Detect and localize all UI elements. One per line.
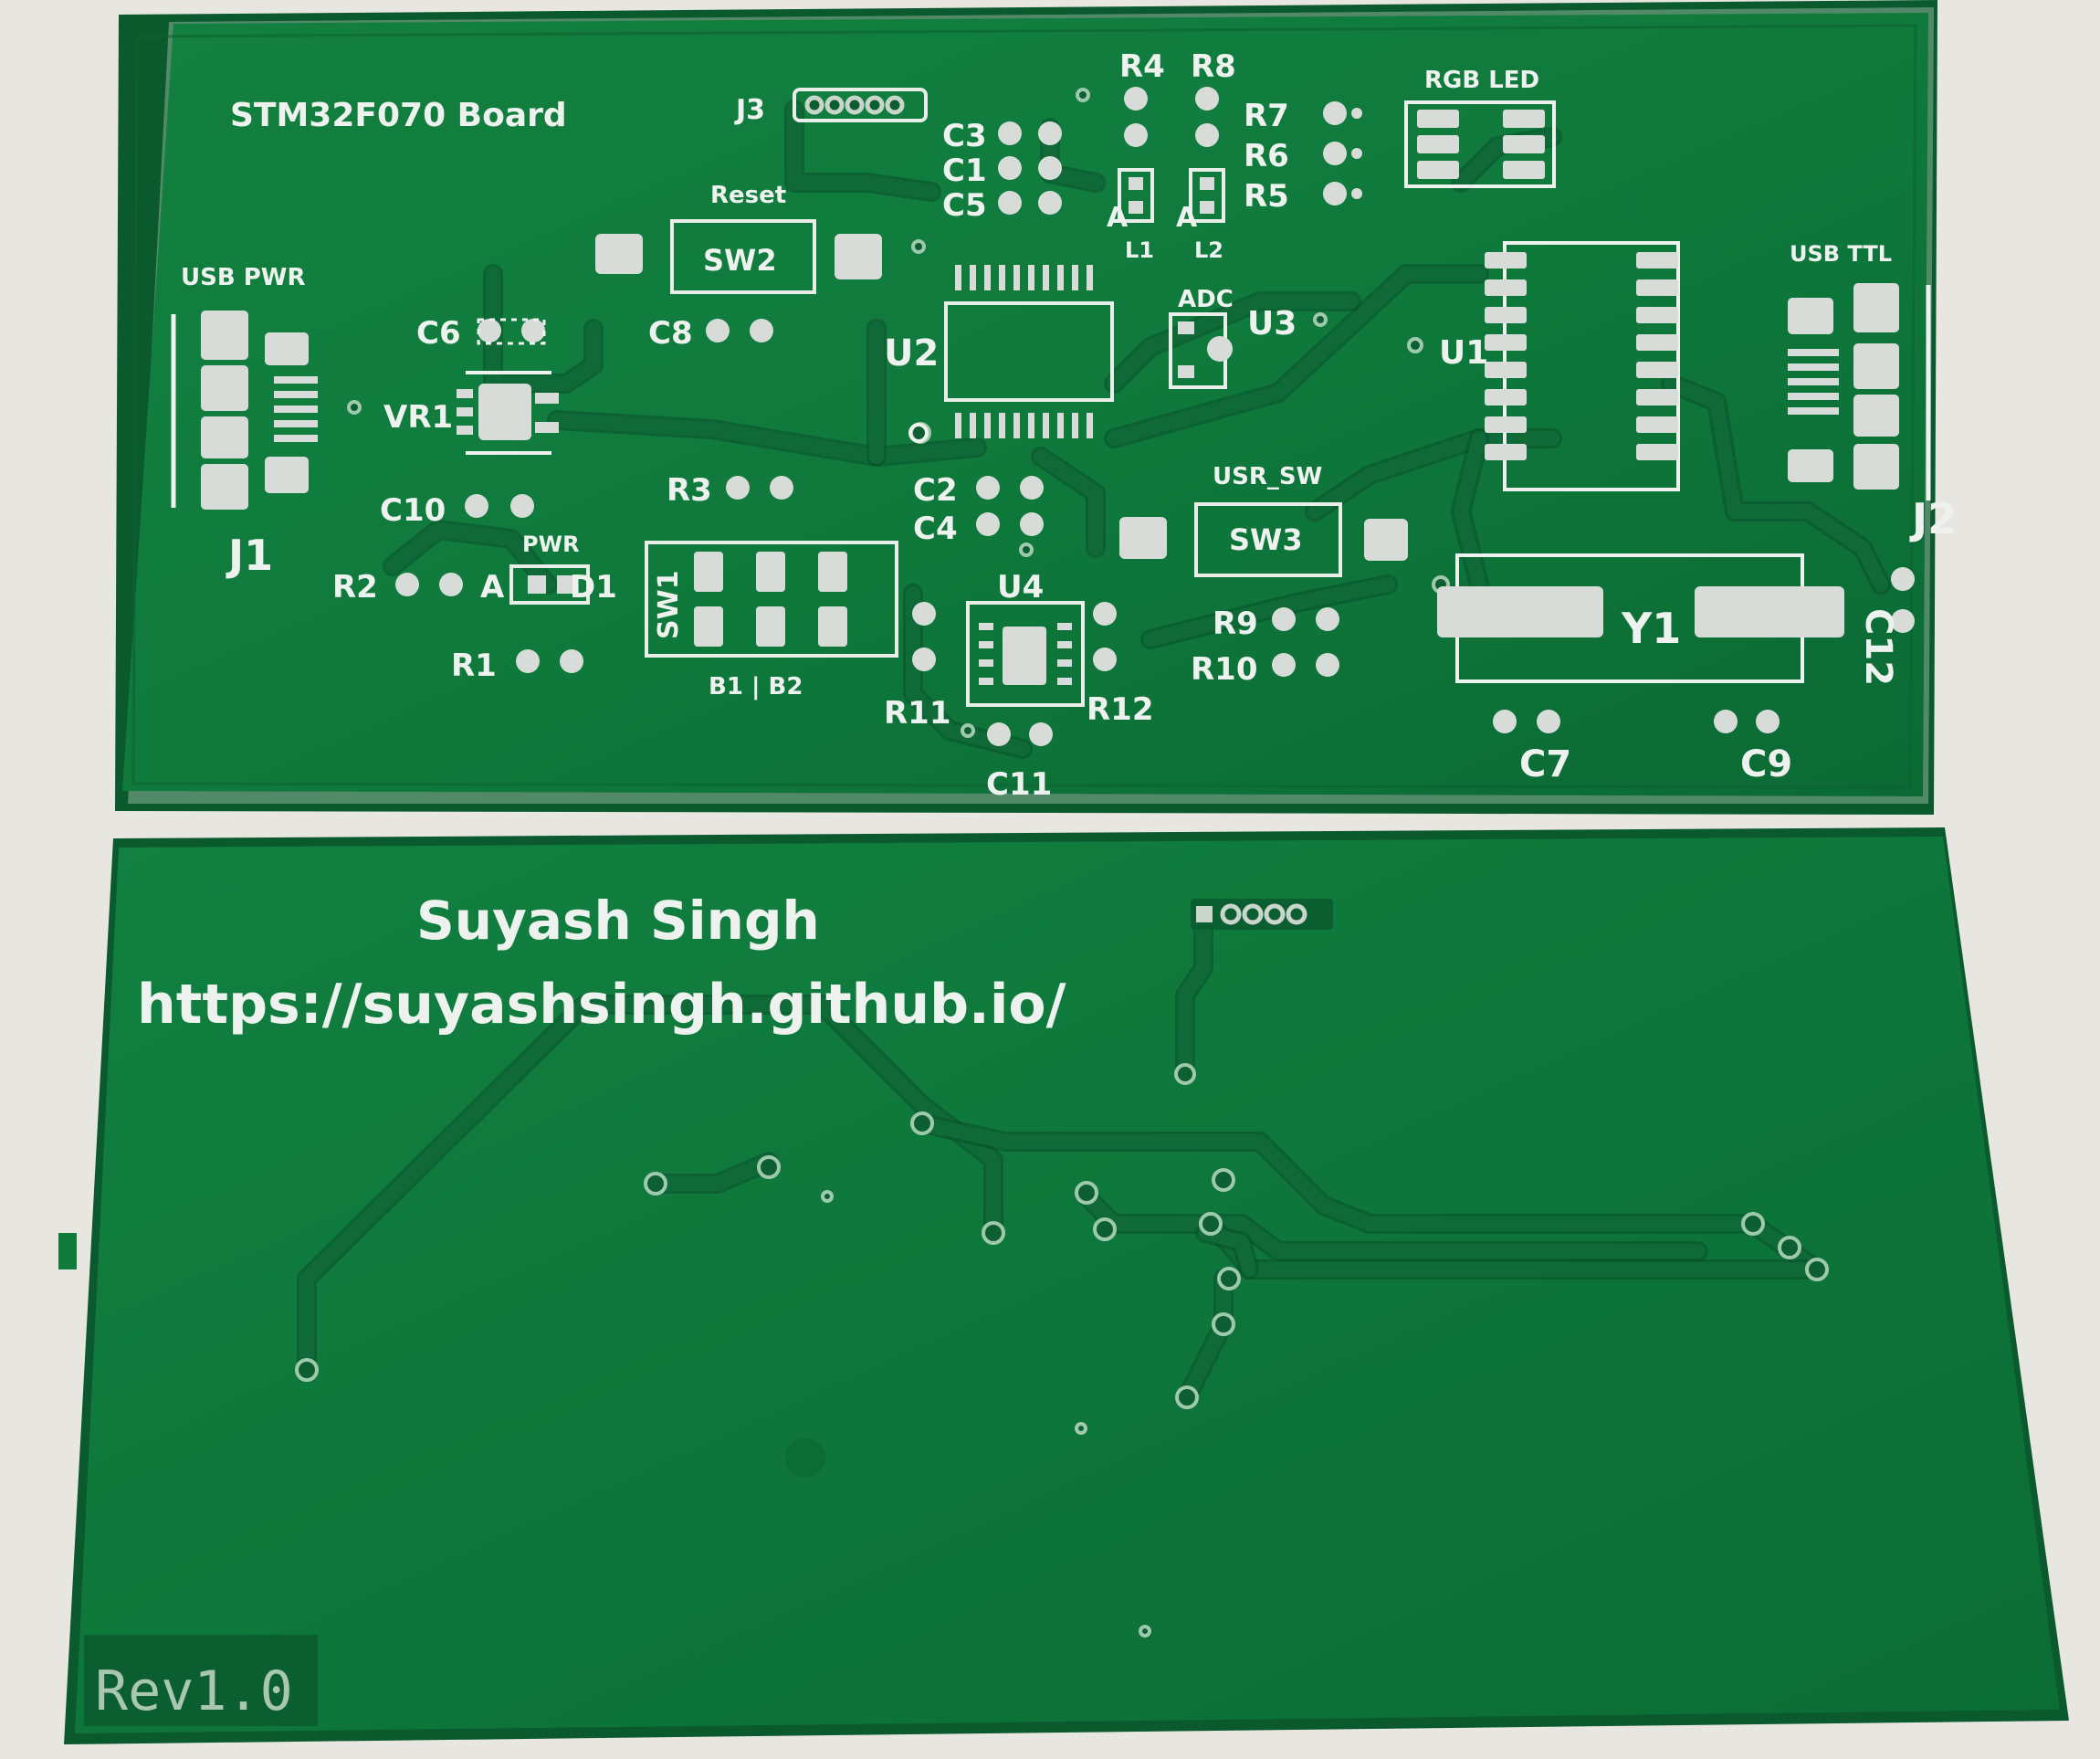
label-c3: C3: [942, 118, 987, 154]
label-r10: R10: [1191, 651, 1258, 688]
caps-c2-c4: C2 C4: [913, 472, 1044, 547]
back-vias: [295, 1063, 1829, 1638]
label-l2: L2: [1194, 237, 1223, 263]
label-c7: C7: [1519, 743, 1571, 785]
revision-label: Rev1.0: [95, 1659, 293, 1723]
label-r7: R7: [1244, 98, 1289, 134]
label-r1: R1: [451, 648, 497, 684]
usb-ttl-connector-j2: USB TTL J2: [1788, 241, 1957, 543]
label-a-l1: A: [1107, 202, 1129, 234]
label-c2: C2: [913, 472, 958, 509]
label-u4: U4: [997, 569, 1044, 606]
label-usb-pwr: USB PWR: [181, 264, 305, 291]
back-header-j3: [1191, 899, 1333, 930]
power-led-area: R2 PWR A D1 R1: [332, 532, 617, 684]
rgb-led-area: RGB LED R7 R6 R5: [1244, 67, 1556, 215]
label-d1: D1: [570, 569, 617, 606]
front-board: STM32F070 Board J3 Reset SW2 USB PWR: [115, 0, 1957, 815]
flash-u4: U4 R11 R12 C11: [884, 569, 1154, 803]
user-switch-sw3: USR_SW SW3: [1119, 463, 1408, 577]
author-name: Suyash Singh: [416, 890, 820, 952]
label-c10: C10: [380, 492, 446, 529]
label-c8: C8: [648, 315, 693, 352]
rev-box: [84, 1635, 318, 1726]
label-r6: R6: [1244, 138, 1289, 174]
label-r2: R2: [332, 569, 378, 606]
label-usr-sw: USR_SW: [1213, 463, 1322, 490]
regulator-area: C6 VR1 C10: [380, 315, 559, 529]
label-r11: R11: [884, 695, 951, 732]
label-j2: J2: [1909, 494, 1957, 543]
front-traces: [383, 100, 1891, 759]
label-r9: R9: [1213, 606, 1258, 642]
label-y1: Y1: [1621, 604, 1681, 653]
adc-u3: ADC U3: [1169, 286, 1297, 389]
label-r5: R5: [1244, 178, 1289, 215]
label-j3: J3: [734, 94, 765, 126]
label-r3: R3: [667, 472, 712, 509]
usb-pwr-connector-j1: USB PWR J1: [171, 264, 318, 580]
label-a-pwr: A: [480, 569, 505, 606]
mcu-u2: U2: [884, 265, 1114, 443]
label-c11: C11: [986, 766, 1052, 803]
label-b1-b2: B1 | B2: [709, 673, 803, 700]
label-c5: C5: [942, 187, 987, 224]
label-c12: C12: [1857, 608, 1899, 686]
label-u2: U2: [884, 332, 939, 374]
decoupling-caps: C3 C1 C5: [942, 118, 1062, 224]
crystal-y1: Y1 C7 C9 C12: [1437, 553, 1915, 785]
label-reset: Reset: [710, 182, 786, 209]
label-r8: R8: [1191, 48, 1236, 85]
label-usb-ttl: USB TTL: [1790, 241, 1892, 267]
resistors-r4-r8-leds: R4 R8 A A L1 L2: [1107, 48, 1236, 263]
author-url: https://suyashsingh.github.io/: [137, 973, 1066, 1037]
label-adc: ADC: [1178, 286, 1234, 313]
label-sw1: SW1: [653, 570, 685, 639]
label-sw2: SW2: [703, 243, 777, 278]
resistors-r9-r10: R9 R10: [1191, 606, 1339, 688]
usb-uart-u1: U1: [1439, 241, 1680, 491]
label-c9: C9: [1740, 743, 1792, 785]
label-c6: C6: [416, 315, 461, 352]
back-board-surface: [75, 837, 2060, 1733]
label-u3: U3: [1247, 305, 1297, 342]
label-r4: R4: [1119, 48, 1165, 85]
back-traces: [297, 903, 1827, 1407]
label-u1: U1: [1439, 334, 1488, 372]
label-c4: C4: [913, 511, 958, 547]
label-sw3: SW3: [1229, 522, 1303, 557]
label-r12: R12: [1087, 691, 1154, 728]
label-l1: L1: [1125, 237, 1154, 263]
label-rgb-led: RGB LED: [1424, 67, 1539, 94]
reset-switch-sw2: Reset SW2: [595, 182, 882, 294]
label-vr1: VR1: [383, 399, 453, 436]
board-title: STM32F070 Board: [230, 97, 567, 134]
j3-header: J3: [734, 88, 928, 126]
label-a-l2: A: [1176, 202, 1198, 234]
label-c1: C1: [942, 153, 987, 189]
label-pwr: PWR: [522, 532, 580, 557]
dip-switch-sw1: SW1 B1 | B2: [645, 541, 898, 700]
label-j1: J1: [226, 531, 273, 580]
back-board: Suyash Singh https://suyashsingh.github.…: [58, 827, 2069, 1744]
